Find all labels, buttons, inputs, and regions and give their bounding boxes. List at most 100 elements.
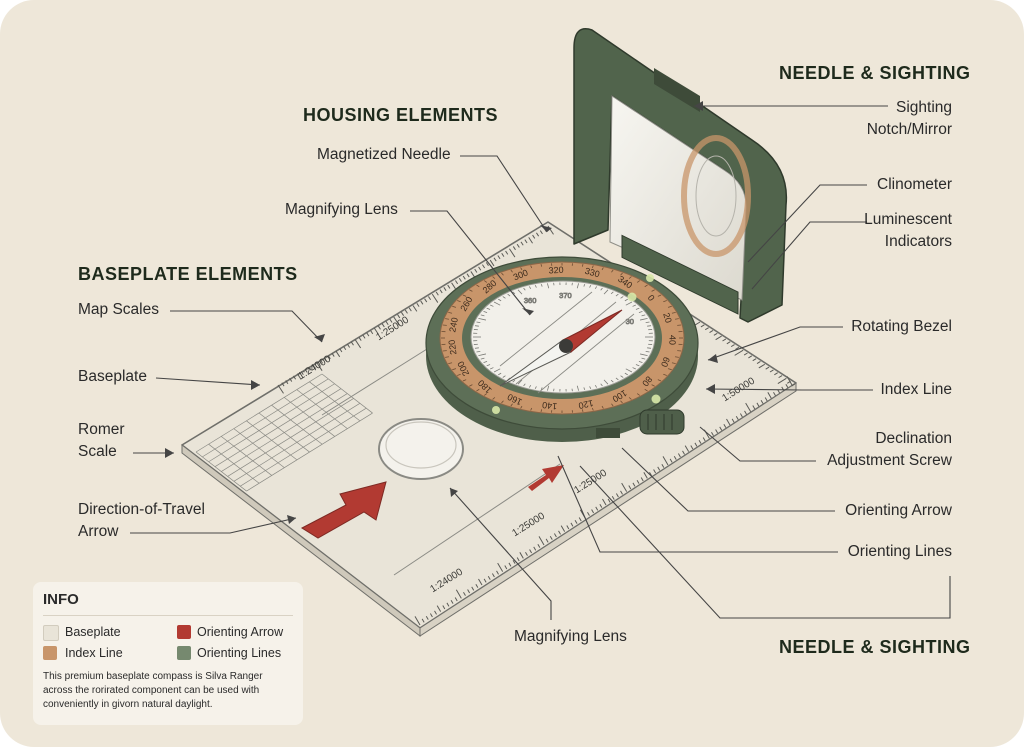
capsule-tick (546, 385, 550, 391)
ruler-tick (508, 562, 512, 567)
capsule-tick (647, 325, 652, 327)
mirror-reflection (681, 135, 751, 257)
sighting-mirror-lid (573, 28, 788, 323)
ruler-tick (560, 525, 566, 532)
ruler-tick (519, 552, 524, 559)
bezel-tick (530, 407, 533, 411)
ruler-tick (570, 522, 574, 527)
label-direction-of-travel-arrow: Direction-of-Travel Arrow (78, 501, 205, 540)
ruler-tick (347, 343, 351, 348)
capsule-tick (600, 383, 603, 387)
capsule-tick (478, 353, 487, 357)
ruler-tick (489, 259, 495, 267)
ruler-tick (702, 437, 706, 442)
bezel-tick (611, 403, 614, 407)
ruler-tick (657, 466, 661, 471)
ruler-tick (442, 605, 446, 610)
bezel-tick (663, 373, 667, 376)
small-travel-arrow-shape (528, 465, 564, 491)
capsule-tick (474, 347, 479, 349)
capsule-tick (645, 350, 650, 353)
bezel-tick (501, 272, 504, 276)
capsule-tick (620, 296, 624, 299)
ruler-tick (285, 380, 289, 385)
ruler-tick (421, 618, 425, 623)
ruler-tick (756, 361, 761, 364)
capsule-tick (583, 283, 586, 287)
capsule-tick (523, 383, 526, 387)
capsule-tick (512, 291, 516, 295)
ruler-tick (726, 341, 731, 345)
ruler-tick (599, 503, 603, 508)
capsule-tick (589, 386, 592, 390)
bezel-tick (591, 265, 594, 269)
bezel-tick (445, 318, 450, 320)
ruler-tick (777, 377, 787, 384)
ruler-tick (354, 339, 362, 349)
ruler-tick (549, 535, 553, 540)
ruler-tick (451, 282, 456, 289)
romer-grid-line (233, 402, 361, 482)
ruler-tick (436, 605, 442, 612)
capsule-tick (635, 307, 640, 310)
heading-baseplate-elements: BASEPLATE ELEMENTS (78, 264, 298, 284)
label-orienting-lines: Orienting Lines (847, 543, 952, 560)
bezel-tick (620, 272, 623, 276)
ruler-tick (350, 341, 354, 346)
romer-grid-line (208, 383, 335, 463)
ruler-tick (512, 246, 516, 251)
ruler-tick (516, 243, 520, 248)
ruler-tick (545, 538, 549, 543)
ruler-tick (773, 391, 776, 396)
ruler-tick (501, 252, 505, 257)
capsule-tick (480, 314, 485, 317)
ruler-tick (682, 450, 685, 455)
ruler-tick (277, 384, 284, 394)
bezel-tick (448, 362, 453, 365)
ruler-tick (760, 399, 764, 404)
capsule-tick (534, 386, 537, 390)
ruler-tick (505, 250, 509, 255)
capsule-tick (502, 296, 506, 299)
ruler-tick (485, 262, 489, 266)
ruler-tick (769, 369, 774, 373)
ruler-tick (466, 273, 470, 278)
label-clinometer: Clinometer (877, 176, 952, 193)
bezel-tick (651, 289, 655, 292)
capsule-tick (600, 287, 603, 291)
bezel-tick (540, 264, 543, 267)
ruler-tick (748, 355, 753, 359)
ruler-tick (327, 355, 331, 360)
ruler-tick (487, 575, 491, 580)
capsule-tick (625, 301, 633, 306)
ruler-tick (765, 366, 770, 370)
ruler-tick (758, 363, 766, 369)
capsule-tick (546, 283, 550, 289)
capsule-tick (490, 367, 494, 370)
capsule-tick (517, 289, 523, 295)
bezel-tick (674, 356, 679, 358)
bezel-tick (476, 284, 480, 288)
capsule-tick (576, 283, 580, 289)
capsule-tick (474, 325, 479, 327)
bezel-tick (510, 269, 513, 273)
label-sighting-notch-mirror: Sighting Notch/Mirror (866, 99, 952, 138)
ruler-tick (653, 469, 657, 474)
romer-grid-line (227, 398, 354, 477)
ruler-tick (431, 293, 439, 303)
romer-grid-line (221, 393, 348, 472)
capsule-tick (624, 298, 628, 302)
bezel-tick (628, 397, 632, 400)
ruler-tick (497, 562, 504, 572)
ruler-tick (715, 429, 719, 434)
ruler-tick (425, 615, 429, 620)
capsule-tick (583, 387, 586, 391)
romer-grid-line (195, 451, 247, 492)
ruler-tick (694, 442, 698, 447)
ruler-tick (404, 309, 408, 314)
capsule-tick (632, 304, 636, 307)
heading-housing-elements: HOUSING ELEMENTS (303, 105, 499, 125)
capsule-tick (610, 379, 614, 383)
legend-swatch-baseplate (43, 625, 59, 641)
ruler-tick (393, 316, 400, 326)
